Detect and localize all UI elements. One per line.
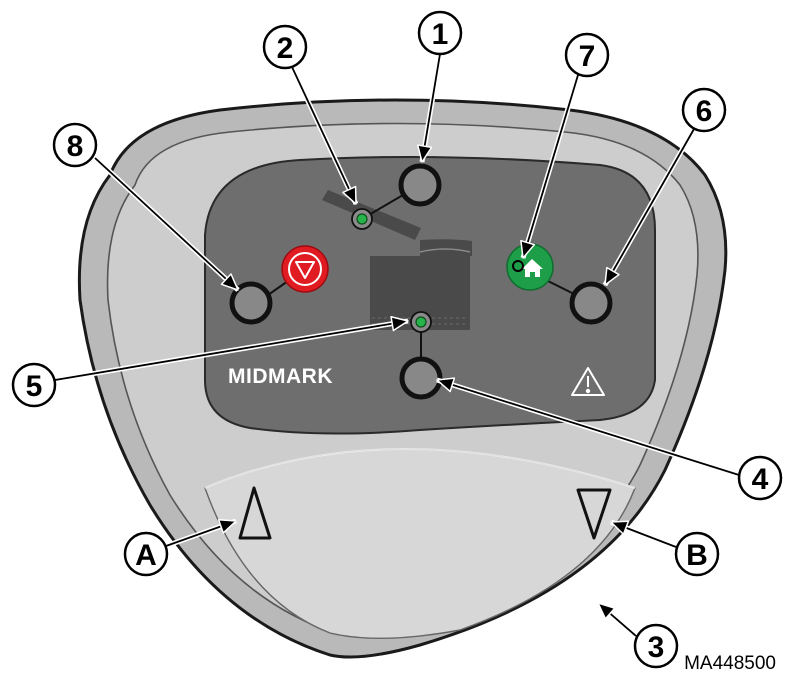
svg-text:5: 5	[26, 370, 43, 403]
leader-line-B	[610, 519, 677, 550]
svg-text:8: 8	[67, 130, 84, 163]
home-button[interactable]	[506, 243, 554, 291]
led-indicator-2	[351, 208, 373, 230]
svg-text:7: 7	[579, 40, 596, 73]
brand-label: MIDMARK	[228, 365, 333, 388]
button-4[interactable]	[399, 356, 443, 400]
down-arrow-icon[interactable]	[576, 488, 612, 540]
callout-2: 2	[262, 24, 308, 70]
svg-text:A: A	[135, 539, 157, 572]
leader-line-A	[165, 518, 237, 549]
callout-8: 8	[52, 122, 98, 168]
leader-line-3	[596, 601, 638, 638]
button-1[interactable]	[398, 163, 442, 207]
stop-icon	[295, 261, 315, 279]
svg-text:4: 4	[752, 463, 769, 496]
leader-line-6	[602, 127, 697, 287]
leader-line-1	[416, 53, 443, 163]
callout-5: 5	[11, 362, 57, 408]
svg-text:6: 6	[696, 95, 713, 128]
callouts: 1 2 3 4 5 6 7 8	[11, 10, 783, 669]
callout-A: A	[123, 531, 169, 577]
led-indicator-5	[410, 311, 432, 333]
leader-line-5	[54, 315, 409, 383]
callout-1: 1	[417, 10, 463, 56]
button-8[interactable]	[229, 281, 273, 325]
svg-text:2: 2	[277, 32, 294, 65]
figure-id: MA448500	[684, 653, 776, 674]
callout-3: 3	[633, 623, 679, 669]
led-indicator-7	[512, 260, 524, 272]
svg-text:1: 1	[432, 18, 449, 51]
svg-text:B: B	[686, 539, 708, 572]
leader-line-7	[520, 74, 581, 259]
button-6[interactable]	[569, 281, 613, 325]
home-icon	[522, 259, 543, 277]
leader-line-4	[436, 377, 740, 478]
warning-icon	[571, 367, 605, 396]
svg-text:3: 3	[648, 631, 665, 664]
callout-6: 6	[681, 87, 727, 133]
leader-line-2	[289, 65, 359, 206]
callout-4: 4	[737, 455, 783, 501]
stop-button[interactable]	[281, 245, 329, 293]
lower-key-pad-edge	[204, 448, 636, 489]
up-arrow-icon[interactable]	[238, 486, 272, 540]
leader-line-8	[93, 156, 240, 292]
callout-B: B	[674, 531, 720, 577]
leader-lines	[54, 53, 740, 638]
callout-7: 7	[564, 32, 610, 78]
